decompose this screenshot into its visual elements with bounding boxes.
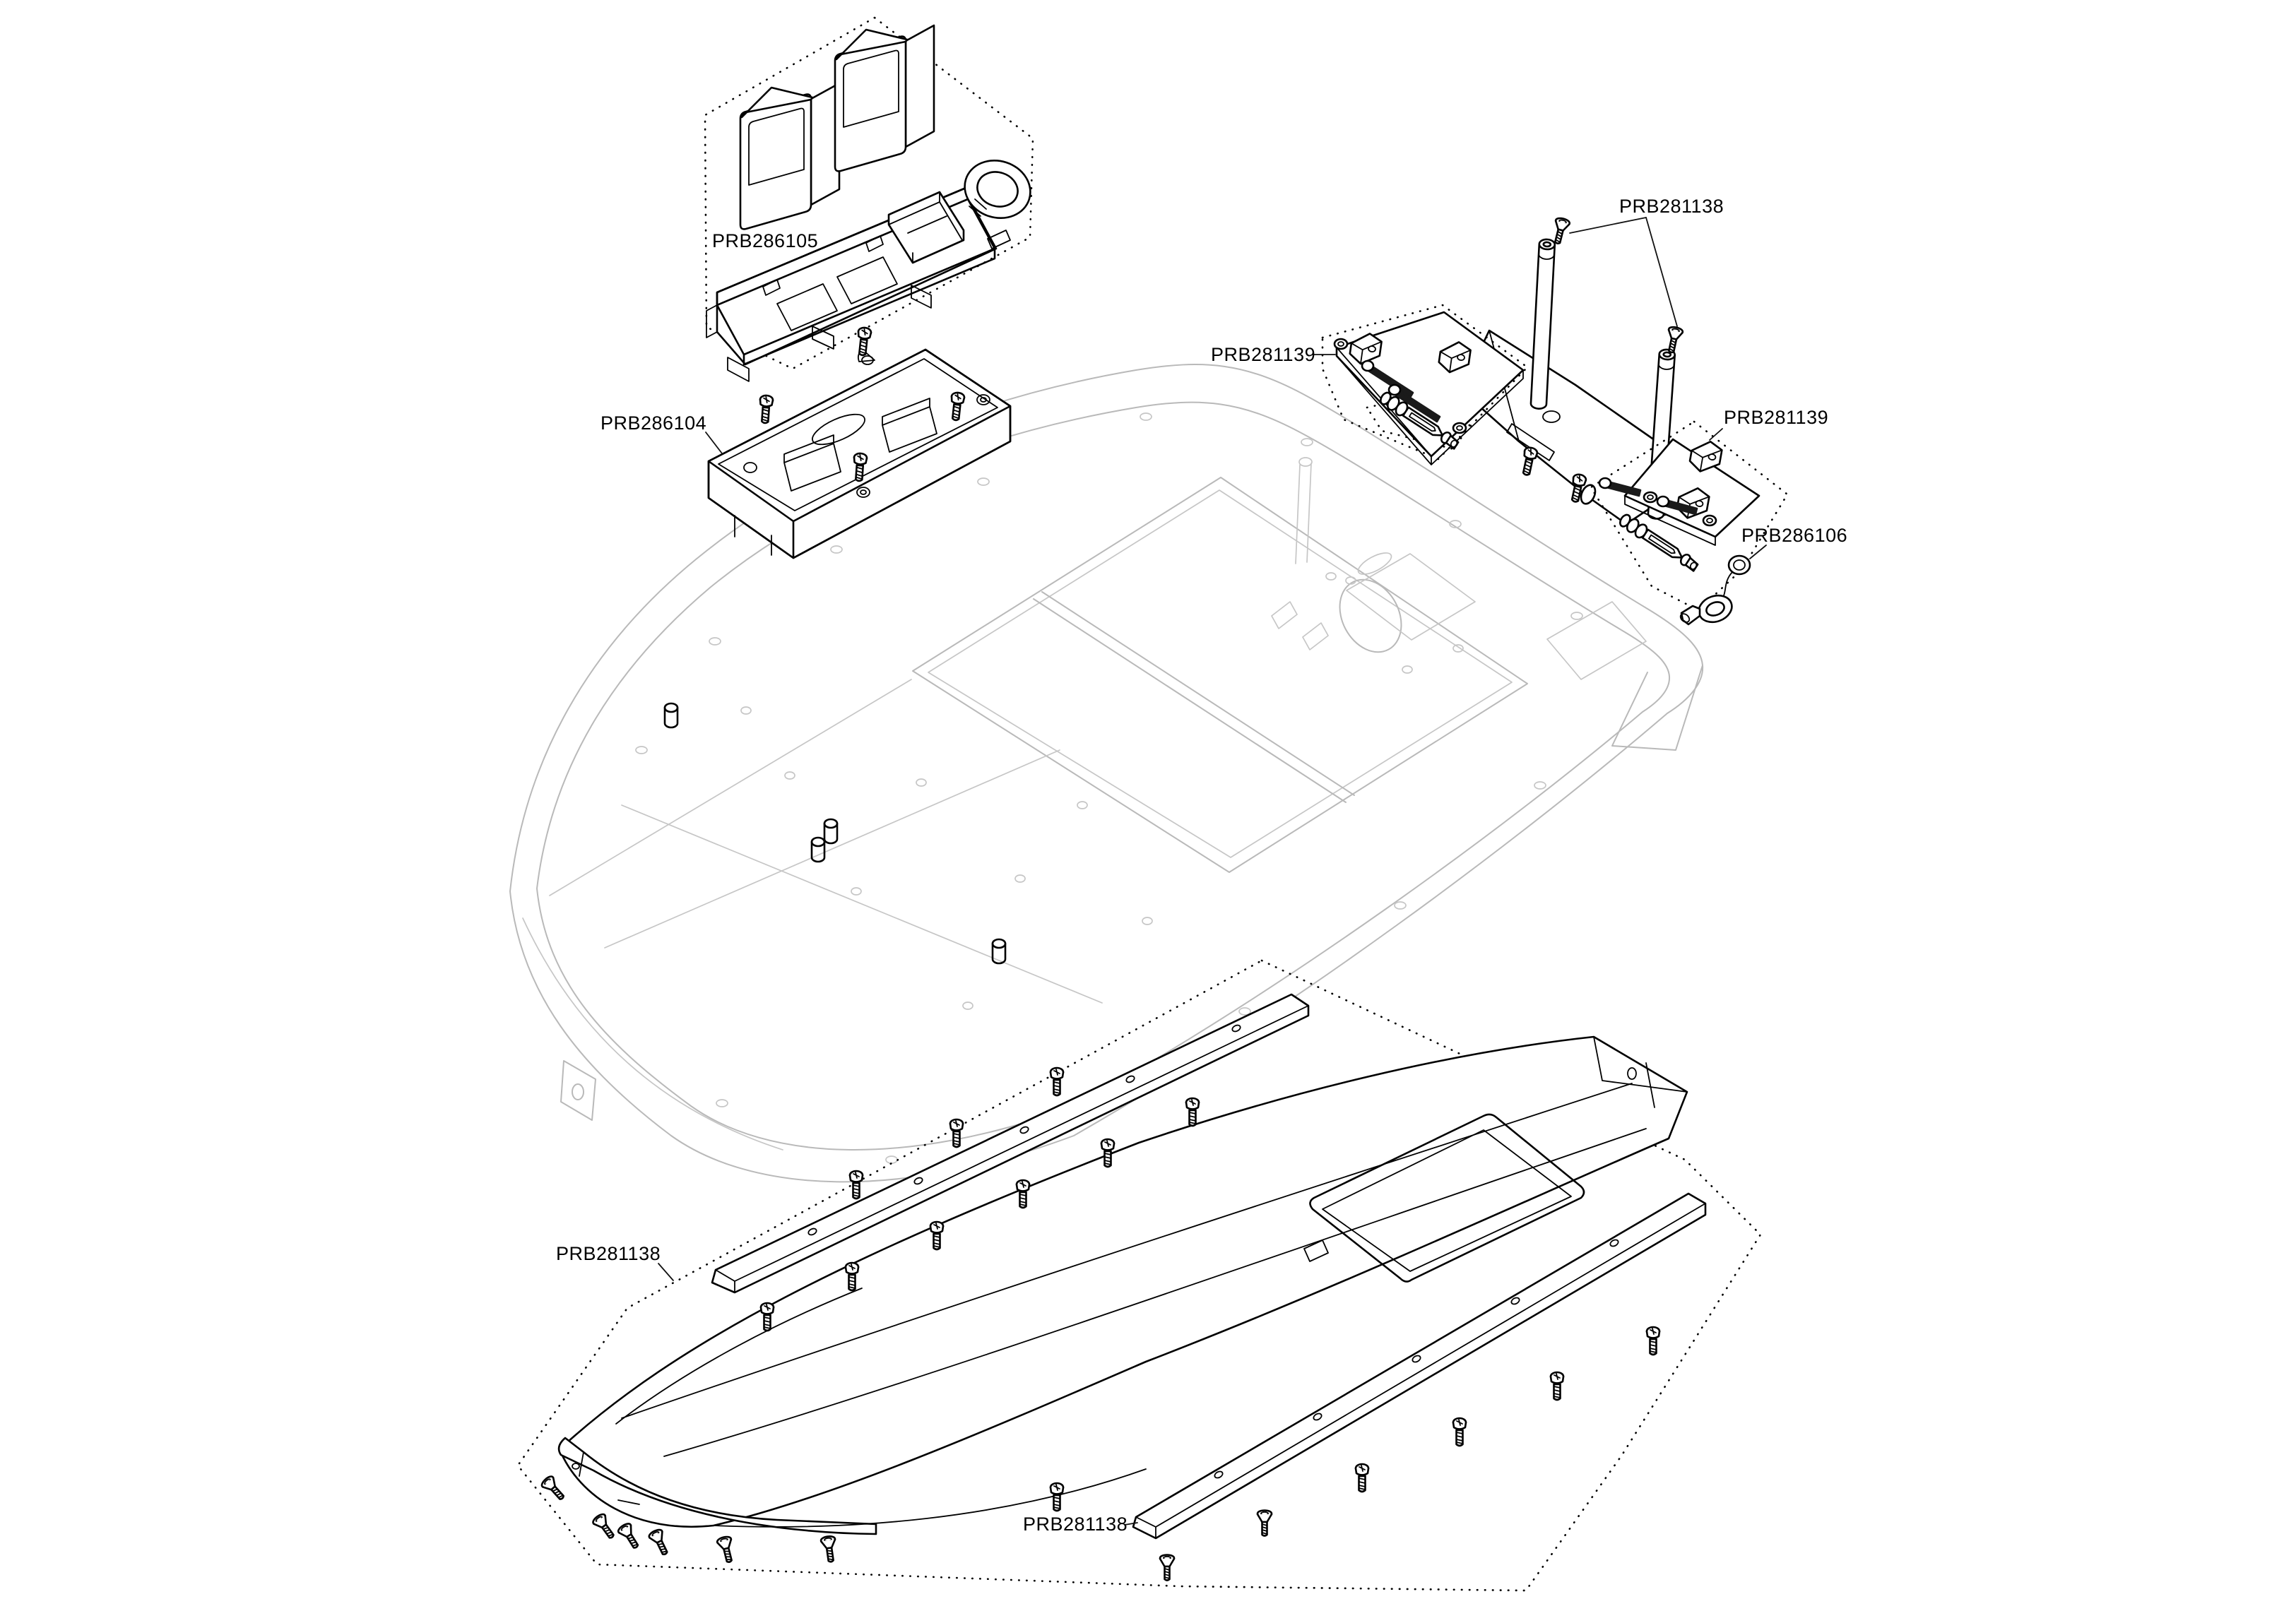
bow-deck-seam [549,679,912,896]
bow-brace-2 [604,749,1060,949]
hull-transom-edges [1611,665,1703,751]
hull-standoff-posts [663,702,1007,965]
cockpit-rim-inner [928,489,1513,858]
rear-bay-hole [1452,644,1464,653]
rear-bay-pocket [1346,553,1476,641]
drain-plug-body [1680,605,1701,626]
screw-icon [855,326,872,357]
rear-bay-hole [1345,576,1356,585]
antenna-tube-top [1298,457,1313,467]
trim-tab-group-right-prb281139: PRB281139 [1590,407,1828,612]
screw-icon [757,394,774,424]
trim-tab-plate-right [1598,437,1761,546]
spray-rail-left [711,993,1310,1294]
hull-bow-spray-line [522,917,783,1151]
rear-bay-antenna-tube [1295,463,1312,564]
battery-box-icon [834,24,935,172]
rear-bay-hole [1402,665,1413,674]
battery-tray [706,159,1031,382]
part-label-prb281138-right: PRB281138 [1023,1514,1128,1535]
screw-icon [1452,1417,1467,1447]
screw-icon [715,1534,738,1565]
motor-opening [1339,578,1402,653]
part-label-prb286105: PRB286105 [712,230,818,251]
group-boundary-trim-tab-right [1590,420,1789,612]
leader-line-prb286104 [705,432,723,454]
trim-tab-plate-left [1333,311,1525,465]
screw-icon [1256,1509,1273,1537]
battery-group-prb286105: PRB286105 [704,16,1034,382]
leader-line-prb281138-right [1124,1522,1138,1526]
spray-rail-right [1132,1192,1707,1540]
lanyard-ring [1727,554,1751,576]
cockpit-bulkhead [1033,591,1355,803]
hull-bottom-group-prb281138: PRB281138 PRB281138 [516,959,1762,1592]
bow-keel-tab-hole [572,1083,584,1100]
antenna-mount-group-prb281138: PRB281138 [1457,196,1724,525]
screw-icon [1354,1463,1370,1493]
bow-keel-tab [560,1060,596,1121]
part-label-prb286104: PRB286104 [600,412,706,434]
screw-icon [1549,1371,1565,1401]
screw-icon [1185,1097,1200,1127]
drain-plug-eye [1698,594,1733,624]
group-boundary-hull-bottom [516,959,1762,1592]
screw-icon [615,1521,644,1552]
leader-line-prb281138-a [1569,217,1647,234]
hull-inner-sheer [536,401,1671,1151]
screw-icon [848,1170,864,1200]
part-label-prb281139-left: PRB281139 [1211,344,1315,365]
hull-bottom-shell [557,1035,1688,1535]
leader-line-prb286106 [1749,545,1767,559]
screw-icon [1645,1326,1661,1356]
rear-bay-slot [1357,552,1392,575]
screw-icon [590,1511,619,1542]
trim-tab-group-left-prb281139: PRB281139 [1211,304,1529,465]
rear-bay-fin-1 [1271,601,1298,629]
group-boundary-trim-tab-left [1321,304,1529,460]
screw-icon [1049,1066,1065,1097]
part-label-prb281138-left: PRB281138 [556,1243,661,1264]
rear-bay-hole [1325,572,1337,581]
rear-bay-fin-2 [1302,622,1329,650]
screw-icon [949,1118,964,1148]
screw-icon [819,1534,839,1564]
drain-plug-group-prb286106: PRB286106 [1679,525,1847,626]
screw-icon [646,1527,673,1558]
battery-box-icon [739,82,841,230]
radio-tray-group-prb286104: PRB286104 [600,326,1012,559]
hull-floor-holes [740,706,1153,1010]
screw-icon [539,1473,569,1504]
screw-icon [1519,445,1539,477]
part-label-prb286106: PRB286106 [1741,525,1847,546]
leader-line-prb281139-right [1709,428,1723,441]
hull-stern-vent-fin [1546,601,1647,680]
part-label-prb281139-right: PRB281139 [1724,407,1828,428]
leader-line-prb281138-left [658,1263,674,1281]
part-label-prb281138-top: PRB281138 [1619,196,1724,217]
leader-line-prb281138-b [1645,217,1678,327]
screw-icon [1159,1554,1176,1581]
cockpit-rim-outer [912,477,1528,873]
bow-brace-1 [621,804,1103,1004]
